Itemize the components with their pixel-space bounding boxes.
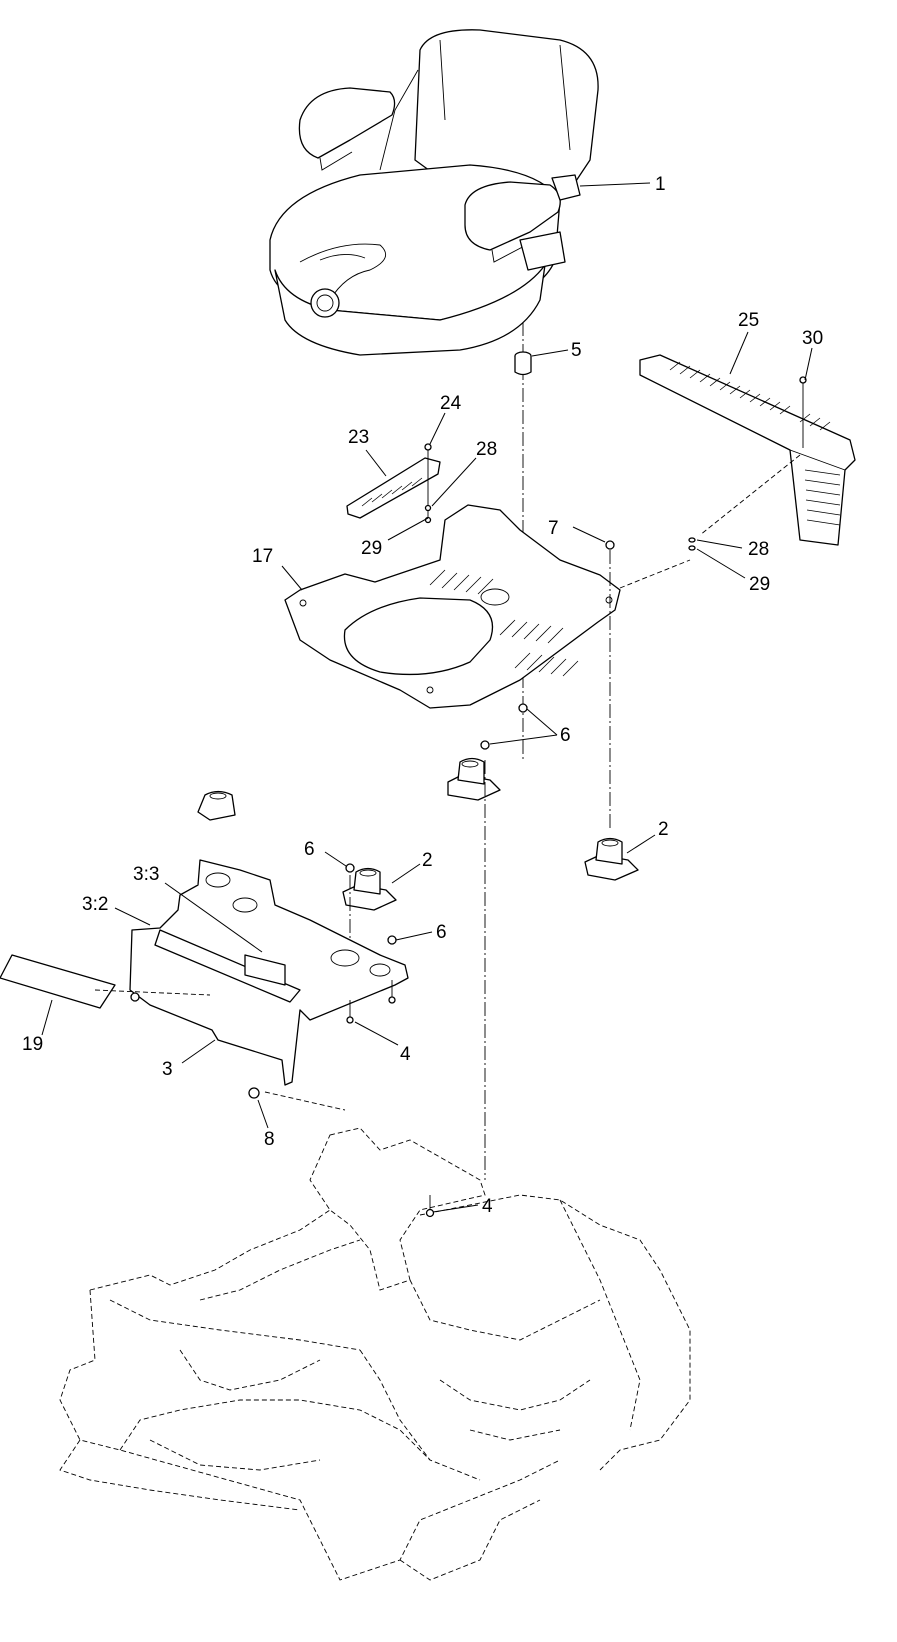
callout-2b: 2: [422, 850, 433, 871]
nut-part-6: [345, 863, 355, 873]
machine-frame-phantom: [59, 1127, 691, 1581]
nut-part-6: [387, 935, 397, 945]
callout-23: 23: [348, 427, 369, 448]
nut-part-7: [605, 540, 615, 830]
callout-24: 24: [440, 393, 462, 414]
callout-28a: 28: [476, 439, 497, 460]
screw-part-24: [424, 443, 432, 524]
callout-5: 5: [571, 340, 582, 361]
bolt-part-4: [346, 980, 396, 1024]
cover-plate-part-25: [639, 354, 856, 546]
callout-29b: 29: [749, 574, 770, 595]
bolt-part-4: [425, 1195, 435, 1218]
callout-6b: 6: [304, 839, 315, 860]
washers-right: [688, 537, 696, 551]
callout-19: 19: [22, 1034, 43, 1055]
callout-4b: 4: [482, 1196, 493, 1217]
callout-29a: 29: [361, 538, 382, 559]
callout-1: 1: [655, 174, 666, 195]
callout-4a: 4: [400, 1044, 411, 1065]
isolator-mount: [447, 757, 501, 801]
callout-3-2: 3:2: [82, 894, 108, 915]
callout-6c: 6: [436, 922, 447, 943]
callout-8: 8: [264, 1129, 275, 1150]
nut-part-8: [248, 1087, 260, 1099]
leader-lines: [41, 182, 813, 1213]
callout-30: 30: [802, 328, 823, 349]
nut: [130, 992, 140, 1002]
seat-plate-part-17: [284, 504, 621, 709]
callout-17: 17: [252, 546, 273, 567]
isolator-mount: [197, 790, 236, 821]
callout-3: 3: [162, 1059, 173, 1080]
callout-28b: 28: [748, 539, 769, 560]
callout-25: 25: [738, 310, 759, 331]
nut-part-6: [480, 740, 490, 750]
spacer-part-5: [514, 351, 532, 376]
callout-3-3: 3:3: [133, 864, 159, 885]
isolator-mount: [342, 867, 397, 911]
callout-labels: 1 5 25 30 24 23 28 29 7 28 29 17 6 2 2 6…: [22, 174, 823, 1217]
cover-plate-part-23: [346, 457, 441, 519]
decal-part-19: [0, 954, 116, 1009]
callout-2a: 2: [658, 819, 669, 840]
seat-assembly: [269, 29, 599, 356]
nut-part-6: [518, 703, 528, 713]
isolator-mount: [584, 837, 639, 881]
callout-6a: 6: [560, 725, 571, 746]
callout-7: 7: [548, 518, 559, 539]
bolt-part-30: [799, 376, 807, 448]
mount-bracket-part-3: [129, 859, 409, 1086]
